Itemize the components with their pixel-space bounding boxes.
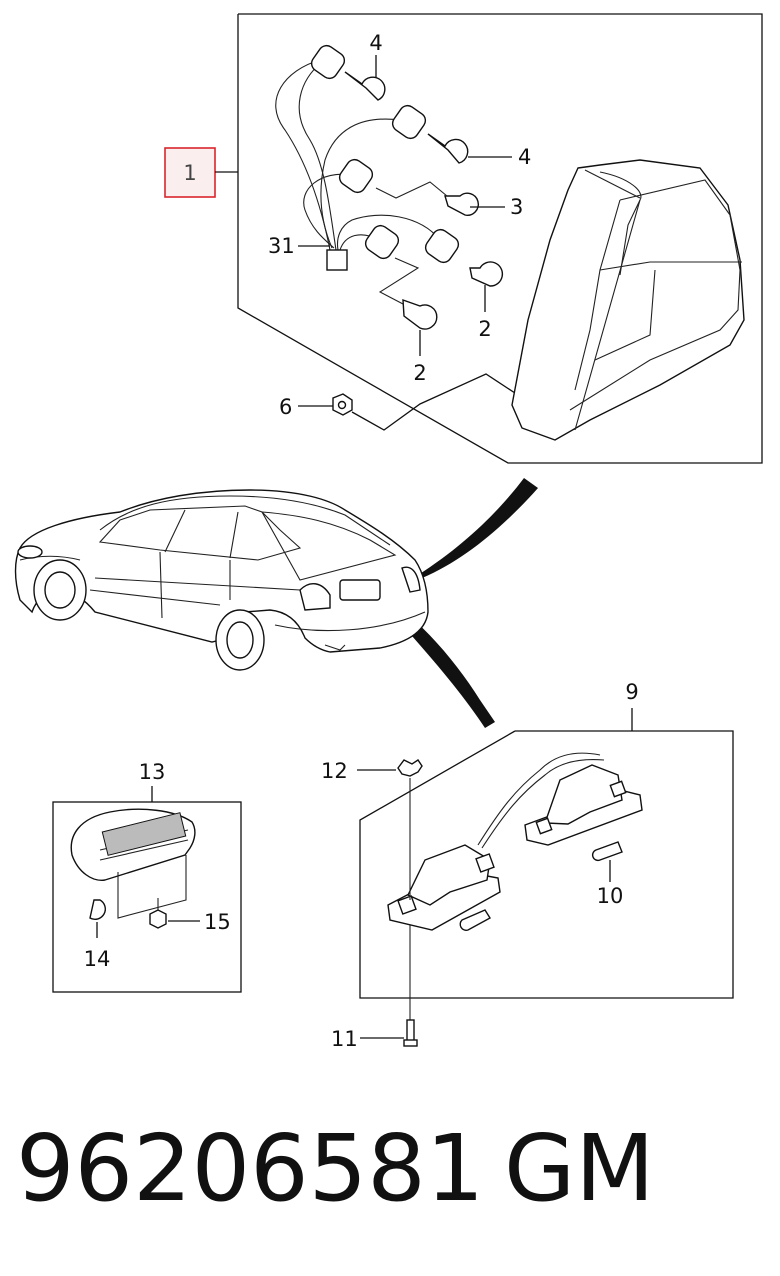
callout-1: 1 [183,161,196,185]
connector-31 [326,249,348,271]
callout-3: 3 [510,195,523,219]
callout-2-lower: 2 [413,361,426,385]
bulb-3 [444,192,479,216]
part-number: 96206581 [16,1115,484,1222]
callout-31: 31 [268,234,295,258]
wiring-harness [275,59,441,271]
clip-12: 12 [321,759,423,900]
bulb-4-top [344,71,386,101]
callout-13: 13 [139,760,166,784]
license-lamp-frame: 9 [359,680,734,999]
callout-10: 10 [597,884,624,908]
screw-11: 11 [331,925,418,1051]
stop-lamp-frame: 13 [52,760,242,993]
nut-6 [332,373,519,431]
bulb-14 [89,899,106,920]
callout-14: 14 [84,947,111,971]
callout-2-right: 2 [478,317,491,341]
high-mount-stop-lamp: 14 15 [70,808,231,971]
callout-15: 15 [204,910,231,934]
bulb-10 [591,841,623,862]
bulb-2-right [469,261,504,287]
tail-lamp-callouts: 4 4 3 31 2 2 6 [268,31,531,419]
tail-lamp-frame [237,13,763,464]
callout-1-highlight[interactable]: 1 [164,147,238,198]
car-illustration [14,489,429,671]
bulb-4-mid [427,133,469,164]
callout-4-top: 4 [369,31,382,55]
nut-15 [149,909,167,929]
callout-6: 6 [279,395,292,419]
bulb-2-lower [402,298,438,330]
callout-9: 9 [625,680,638,704]
callout-12: 12 [321,759,348,783]
callout-4-mid: 4 [518,145,531,169]
bulb-sockets [310,44,504,330]
license-plate-lamps: 10 [387,752,643,931]
brand-label: GM [504,1115,655,1222]
tail-lamp-lens [511,159,745,441]
callout-11: 11 [331,1027,358,1051]
